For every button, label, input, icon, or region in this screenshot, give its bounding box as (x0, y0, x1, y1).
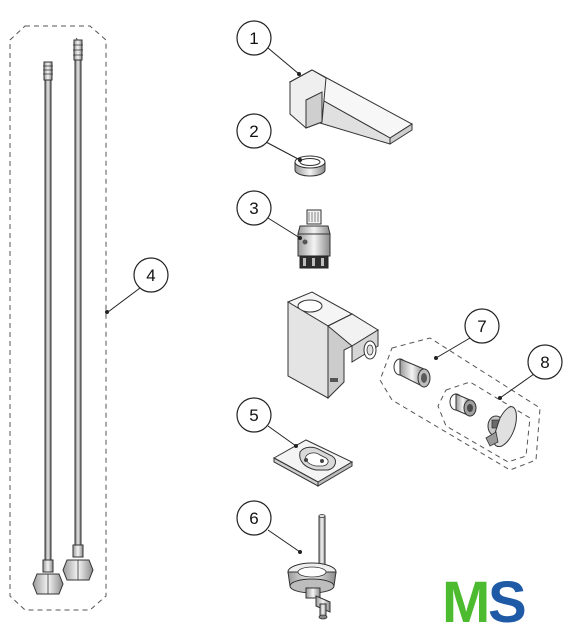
faucet-body (286, 291, 379, 400)
callout-1-dot (297, 72, 301, 76)
callout-2-leader (265, 141, 301, 161)
lever-handle (288, 69, 413, 145)
callout-4-label: 4 (146, 266, 155, 285)
callout-4-leader (107, 287, 141, 313)
callout-1-label: 1 (249, 29, 258, 48)
callout-3-leader (267, 217, 301, 239)
callout-3-label: 3 (249, 199, 258, 218)
logo-letter-s: S (488, 570, 527, 635)
callout-8-dot (498, 396, 502, 400)
cartridge-nut (294, 155, 326, 177)
callout-6-dot (298, 550, 302, 554)
callout-8-leader (499, 373, 535, 399)
mounting-kit (287, 514, 337, 620)
base-gasket-plate (272, 439, 354, 487)
flexible-hose-right (62, 37, 94, 581)
callout-2: 2 (236, 113, 272, 149)
callout-8: 8 (527, 344, 563, 380)
callout-6-leader (267, 529, 301, 553)
key-dashed-outline (437, 381, 531, 463)
flexible-hose-left (32, 61, 64, 595)
callout-7-leader (435, 337, 471, 359)
callout-3: 3 (236, 190, 272, 226)
logo-letter-m: M (442, 570, 490, 635)
callout-7: 7 (464, 308, 500, 344)
callout-5-leader (267, 425, 297, 447)
callout-6: 6 (236, 500, 272, 536)
aerator-insert (449, 393, 477, 417)
callout-2-dot (298, 158, 302, 162)
callout-4: 4 (133, 257, 169, 293)
callout-5: 5 (236, 397, 272, 433)
callout-6-label: 6 (249, 509, 258, 528)
callout-3-dot (298, 236, 302, 240)
callout-4-dot (105, 310, 109, 314)
aerator-dashed-outline (379, 337, 541, 471)
callout-5-label: 5 (249, 406, 258, 425)
callout-7-label: 7 (477, 317, 486, 336)
callout-1: 1 (236, 20, 272, 56)
hoses-dashed-outline (9, 25, 107, 611)
aerator-key (485, 406, 517, 447)
hose-group (9, 25, 107, 611)
aerator (393, 358, 431, 388)
callout-2-label: 2 (249, 122, 258, 141)
callout-8-label: 8 (540, 353, 549, 372)
callout-5-dot (294, 444, 298, 448)
ms-logo: M S (442, 570, 527, 635)
callout-7-dot (434, 356, 438, 360)
ceramic-cartridge (297, 209, 331, 269)
callout-1-leader (267, 47, 300, 75)
